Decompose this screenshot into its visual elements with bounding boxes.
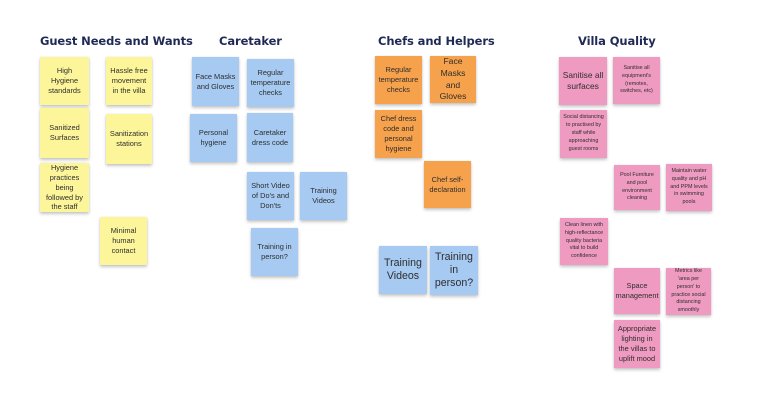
sticky-note-chef-self-declaration[interactable]: Chef self-declaration	[424, 161, 471, 208]
sticky-note-sanitise-all-surfaces[interactable]: Sanitise all surfaces	[559, 57, 607, 105]
sticky-note-hygiene-practices[interactable]: Hygiene practices being followed by the …	[40, 163, 89, 212]
sticky-note-pool-furniture-cleaning[interactable]: Pool Furniture and pool environment clea…	[614, 165, 660, 210]
column-title-villa-quality: Villa Quality	[578, 34, 656, 48]
sticky-note-chef-face-masks[interactable]: Face Masks and Gloves	[430, 56, 476, 103]
sticky-note-clean-linen[interactable]: Clean linen with high-reflectance qualit…	[560, 218, 608, 265]
sticky-note-social-distancing-staff[interactable]: Social distancing to practised by staff …	[560, 110, 607, 158]
sticky-note-sanitized-surfaces[interactable]: Sanitized Surfaces	[40, 108, 89, 158]
sticky-note-sanitise-equipment[interactable]: Sanitise all equipment's (remotes, switc…	[613, 57, 660, 104]
sticky-note-sanitization-stations[interactable]: Sanitization stations	[106, 114, 152, 164]
sticky-note-training-videos[interactable]: Training Videos	[300, 172, 347, 220]
sticky-note-area-per-person[interactable]: Metrics like 'area per person' to practi…	[666, 268, 711, 315]
sticky-note-face-masks-gloves[interactable]: Face Masks and Gloves	[192, 57, 239, 106]
sticky-note-personal-hygiene[interactable]: Personal hygiene	[190, 114, 237, 162]
sticky-note-minimal-contact[interactable]: Minimal human contact	[100, 217, 147, 265]
sticky-note-training-in-person[interactable]: Training in person?	[251, 228, 298, 276]
sticky-note-space-management[interactable]: Space management	[614, 268, 660, 314]
sticky-note-chef-training-in-person[interactable]: Training in person?	[430, 246, 478, 295]
sticky-note-hassle-free-movement[interactable]: Hassle free movement in the villa	[106, 57, 152, 105]
column-title-caretaker: Caretaker	[219, 34, 282, 48]
sticky-note-water-quality[interactable]: Maintain water quality and pH and PPM le…	[666, 164, 712, 211]
sticky-note-short-video[interactable]: Short Video of Do's and Don'ts	[247, 172, 294, 220]
column-title-guest-needs: Guest Needs and Wants	[40, 34, 193, 48]
sticky-note-caretaker-dress-code[interactable]: Caretaker dress code	[247, 113, 293, 162]
sticky-note-chef-temperature-checks[interactable]: Regular temperature checks	[375, 56, 422, 104]
sticky-note-temperature-checks[interactable]: Regular temperature checks	[247, 59, 294, 107]
sticky-note-high-hygiene[interactable]: High Hygiene standards	[40, 57, 89, 105]
sticky-note-appropriate-lighting[interactable]: Appropriate lighting in the villas to up…	[614, 320, 660, 368]
column-title-chefs-helpers: Chefs and Helpers	[378, 34, 495, 48]
sticky-note-chef-training-videos[interactable]: Training Videos	[379, 246, 427, 294]
sticky-note-chef-dress-code[interactable]: Chef dress code and personal hygiene	[375, 110, 422, 158]
